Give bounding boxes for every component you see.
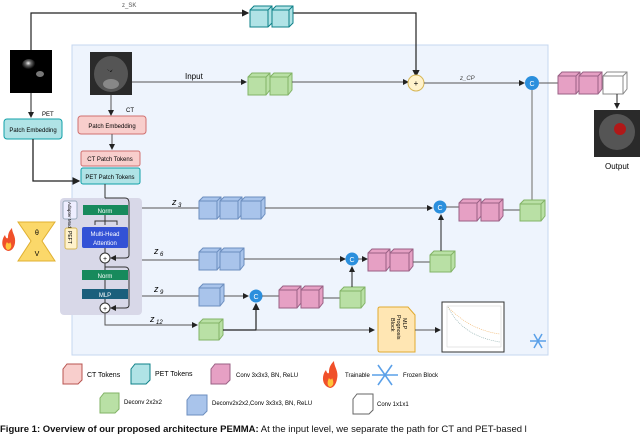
norm-2-label: Norm xyxy=(98,274,113,280)
conv-cubes-output xyxy=(557,71,603,95)
legend-pet-tokens: PET Tokens xyxy=(130,363,193,385)
legend-label: Deconv2x2x2,Conv 3x3x3, BN, ReLU xyxy=(212,401,312,407)
z3-subscript: 3 xyxy=(178,203,182,209)
norm-1-label: Norm xyxy=(98,209,113,215)
legend-label: Frozen Block xyxy=(403,373,439,379)
concat-node-z6 xyxy=(345,252,359,266)
z9-label: z xyxy=(153,284,159,294)
z6-deconv-cube xyxy=(429,250,456,273)
legend-label: Trainable xyxy=(345,373,370,379)
mha-label-1: Multi-Head xyxy=(90,232,119,238)
add-symbol: + xyxy=(103,256,107,263)
legend-label: Conv 3x3x3, BN, ReLU xyxy=(236,373,298,379)
pet-token-cubes xyxy=(249,5,294,28)
fire-icon xyxy=(322,361,338,388)
ct-patch-tokens xyxy=(80,150,141,167)
concat-symbol: C xyxy=(253,294,258,301)
z9-deconv-cube xyxy=(339,286,366,309)
theta-label: θ xyxy=(35,230,39,237)
z9-conv-cubes xyxy=(278,285,324,309)
z3-cubes xyxy=(198,196,266,220)
ct-patch-tokens-label: CT Patch Tokens xyxy=(87,157,132,163)
z3-label: z xyxy=(171,197,177,207)
input-label: Input xyxy=(185,72,204,81)
mlp-label: MLP xyxy=(99,293,111,299)
mlp-block-label-1: MLP xyxy=(401,318,407,330)
legend-label: CT Tokens xyxy=(87,372,121,379)
fire-icon xyxy=(2,228,16,251)
snowflake-icon xyxy=(530,333,546,349)
ct-patch-embedding-label: Patch Embedding xyxy=(88,124,135,130)
figure-caption: Figure 1: Overview of our proposed archi… xyxy=(0,424,640,435)
peft-hourglass xyxy=(17,221,56,262)
z12-deconv-cube xyxy=(198,318,224,341)
concat-symbol: C xyxy=(437,205,442,212)
legend-ct-tokens: CT Tokens xyxy=(62,363,121,385)
norm-1 xyxy=(83,205,128,215)
survival-curve-plot xyxy=(441,301,505,353)
pet-image xyxy=(10,50,52,93)
legend-conv: Conv 3x3x3, BN, ReLU xyxy=(210,363,298,385)
pet-label: PET xyxy=(42,112,54,118)
z3-deconv-cube xyxy=(519,199,546,222)
legend: CT Tokens PET Tokens Conv 3x3x3, BN, ReL… xyxy=(62,361,439,416)
concat-symbol: C xyxy=(529,81,534,88)
multi-head-attention xyxy=(82,227,128,248)
z6-subscript: 6 xyxy=(160,252,164,258)
z12-label: z xyxy=(149,314,155,324)
concat-node-top xyxy=(525,76,539,90)
caption-prefix: Figure 1: xyxy=(0,424,41,435)
concat-node-z9 xyxy=(249,289,263,303)
z-sk-label: z_SK xyxy=(122,3,136,9)
z3-conv-cubes xyxy=(458,198,504,222)
conv1x1-cube xyxy=(602,71,628,95)
z6-conv-cubes xyxy=(367,248,414,272)
mlp-block-label-3: Block xyxy=(389,318,395,332)
mlp xyxy=(82,289,128,299)
legend-label: PET Tokens xyxy=(155,371,193,378)
mlp-block-label-2: Prognosis xyxy=(395,315,401,340)
add-symbol: + xyxy=(103,306,107,313)
pet-patch-embedding-label: Patch Embedding xyxy=(9,128,56,134)
peft-label: PEFT xyxy=(66,231,72,244)
add-symbol: + xyxy=(414,79,419,88)
v-label: V xyxy=(35,251,40,258)
concat-node-z3 xyxy=(433,200,447,214)
z12-subscript: 12 xyxy=(156,320,163,326)
mlp-prognosis-block xyxy=(377,306,416,353)
snowflake-icon xyxy=(372,364,398,386)
ct-label: CT xyxy=(126,108,134,114)
legend-label: Conv 1x1x1 xyxy=(377,402,409,408)
adapter-module-label: Adapter Module xyxy=(67,202,72,234)
mha-label-2: Attention xyxy=(93,241,117,247)
caption-title: Overview of our proposed architecture PE… xyxy=(40,424,259,435)
legend-deconv: Deconv 2x2x2 xyxy=(99,392,163,414)
norm-2 xyxy=(82,270,128,280)
concat-symbol: C xyxy=(349,257,354,264)
z6-cubes xyxy=(198,247,245,271)
pet-patch-tokens-label: PET Patch Tokens xyxy=(85,175,134,181)
caption-text: At the input level, we separate the path… xyxy=(258,424,527,435)
z9-cubes xyxy=(198,283,225,307)
legend-label: Deconv 2x2x2 xyxy=(124,400,163,406)
legend-conv1x1: Conv 1x1x1 xyxy=(352,393,409,415)
output-label: Output xyxy=(605,162,630,171)
legend-deconv-conv: Deconv2x2x2,Conv 3x3x3, BN, ReLU xyxy=(186,394,312,416)
z-cp-label: z_CP xyxy=(459,76,475,82)
z6-label: z xyxy=(153,246,159,256)
z9-subscript: 9 xyxy=(160,290,164,296)
pet-patch-tokens xyxy=(80,167,141,185)
deconv-cubes-input xyxy=(247,72,293,96)
